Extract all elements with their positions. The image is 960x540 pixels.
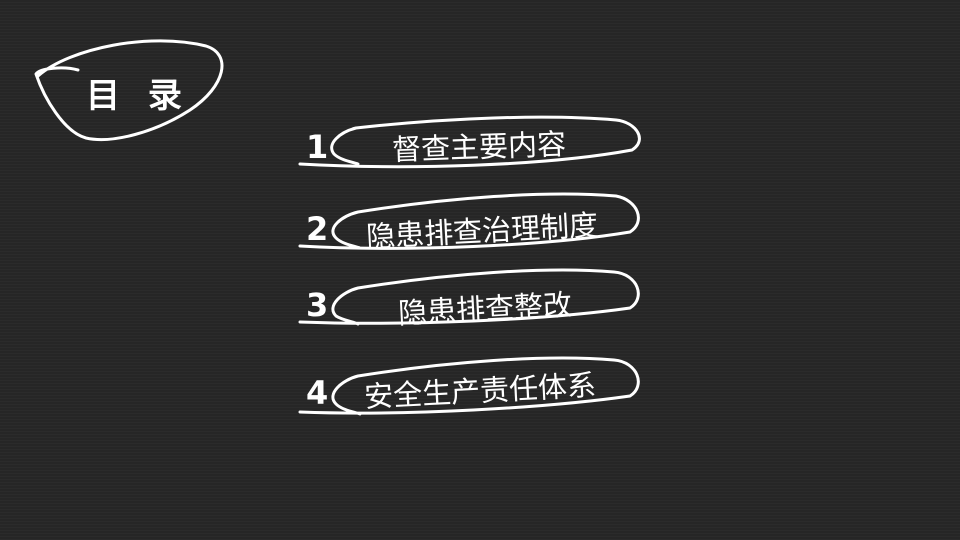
- toc-number: 3: [306, 286, 329, 324]
- toc-item-1[interactable]: 1 督查主要内容: [296, 114, 646, 176]
- page-title: 目 录: [86, 76, 190, 116]
- title-badge: 目 录: [30, 34, 226, 146]
- toc-number: 2: [306, 210, 329, 248]
- toc-item-3[interactable]: 3 隐患排查整改: [296, 268, 646, 331]
- hand-drawn-loop-icon: [298, 115, 641, 169]
- hand-drawn-loop-icon: [298, 356, 640, 416]
- toc-item-4[interactable]: 4 安全生产责任体系: [296, 356, 646, 418]
- toc-label: 督查主要内容: [391, 126, 567, 168]
- hand-drawn-loop-icon: [298, 192, 640, 250]
- hand-drawn-loop-icon: [34, 39, 224, 142]
- hand-drawn-loop-icon: [298, 268, 640, 326]
- toc-number: 4: [306, 374, 329, 412]
- toc-number: 1: [306, 128, 329, 166]
- toc-item-2[interactable]: 2 隐患排查治理制度: [296, 192, 646, 254]
